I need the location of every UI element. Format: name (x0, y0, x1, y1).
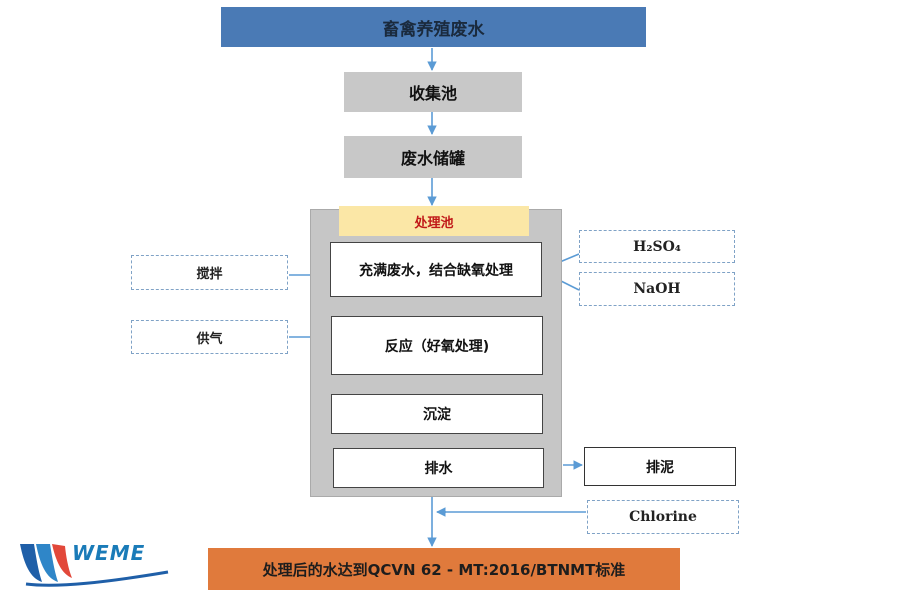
input-stir-box: 搅拌 (131, 255, 288, 290)
input-stir-label: 搅拌 (196, 267, 223, 282)
sludge-box: 排泥 (584, 447, 736, 486)
step-discharge-label: 排水 (424, 461, 453, 477)
sludge-label: 排泥 (646, 459, 674, 476)
weme-logo-text: WEME (72, 541, 146, 565)
step-fill-box: 充满废水，结合缺氧处理 (330, 242, 542, 297)
treatment-tank-label: 处理池 (414, 215, 454, 231)
weme-logo-icon (20, 544, 169, 587)
chem-base-label: NaOH (633, 281, 681, 297)
storage-tank-box: 废水储罐 (344, 136, 522, 178)
source-wastewater-box: 畜禽养殖废水 (221, 7, 646, 47)
collection-pool-box: 收集池 (344, 72, 522, 112)
result-standard-box: 处理后的水达到QCVN 62 - MT:2016/BTNMT标准 (208, 548, 680, 590)
input-air-label: 供气 (196, 331, 223, 347)
chem-base-box: NaOH (579, 272, 735, 306)
storage-tank-label: 废水储罐 (400, 149, 465, 168)
collection-pool-label: 收集池 (408, 84, 457, 103)
chlorine-label: Chlorine (629, 509, 697, 525)
chem-acid-label: H₂SO₄ (633, 238, 681, 255)
step-settle-box: 沉淀 (331, 394, 543, 434)
chlorine-box: Chlorine (587, 500, 739, 534)
source-label: 畜禽养殖废水 (382, 19, 485, 40)
step-discharge-box: 排水 (333, 448, 544, 488)
step-settle-label: 沉淀 (423, 407, 451, 423)
input-air-box: 供气 (131, 320, 288, 354)
treatment-tank-label-box: 处理池 (339, 206, 529, 236)
chem-acid-box: H₂SO₄ (579, 230, 735, 263)
step-react-label: 反应（好氧处理) (384, 338, 490, 355)
step-react-box: 反应（好氧处理) (331, 316, 543, 375)
result-label: 处理后的水达到QCVN 62 - MT:2016/BTNMT标准 (262, 560, 626, 579)
step-fill-label: 充满废水，结合缺氧处理 (359, 262, 513, 279)
